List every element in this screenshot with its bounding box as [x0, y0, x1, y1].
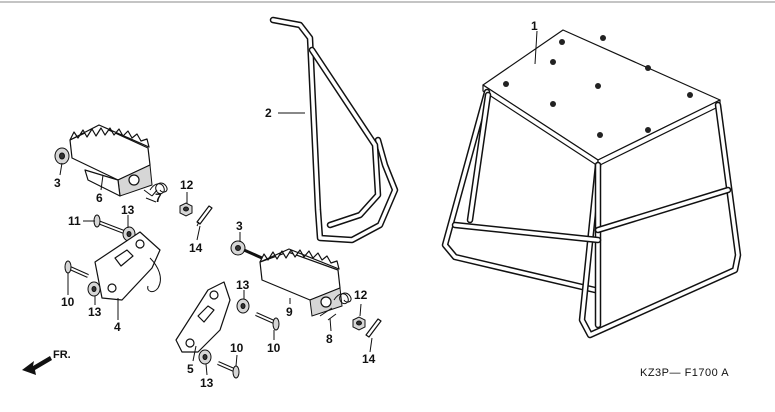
callout-13-d: 13: [200, 376, 214, 390]
cotter-pin-part-14-right: [365, 318, 382, 338]
callout-4: 4: [114, 320, 121, 334]
front-direction-arrow: FR.: [22, 349, 71, 375]
footpeg-part-6: [69, 124, 153, 197]
callout-3-right: 3: [236, 219, 243, 233]
callout-13-a: 13: [121, 203, 135, 217]
washer-part-13-b: [87, 281, 101, 297]
callout-8: 8: [326, 332, 333, 346]
callout-14-left: 14: [189, 241, 203, 255]
washer-part-13-d: [198, 349, 212, 365]
spring-part-7: [143, 182, 168, 203]
callout-10-right-upper: 10: [267, 341, 281, 355]
bolt-part-10-right-lower: [217, 361, 240, 379]
callout-2: 2: [265, 106, 272, 120]
callout-14-right: 14: [362, 352, 376, 366]
callout-10-right-lower: 10: [230, 341, 244, 355]
collar-part-3-left: [54, 147, 70, 165]
callout-12-right: 12: [354, 288, 368, 302]
leader-lines: [59, 30, 538, 376]
front-label: FR.: [53, 349, 71, 361]
nut-part-12-right: [352, 316, 366, 331]
bolt-part-10-right-upper: [255, 312, 280, 331]
callout-5: 5: [187, 362, 194, 376]
bracket-part-4: [94, 231, 161, 301]
bracket-part-5: [175, 281, 231, 353]
callout-1: 1: [531, 19, 538, 33]
nut-part-12-left: [179, 202, 193, 217]
callout-11: 11: [68, 214, 81, 228]
callout-3-left: 3: [54, 176, 61, 190]
stand-part-1: [441, 29, 742, 339]
collar-part-3-right: [230, 240, 263, 260]
callout-13-b: 13: [88, 305, 102, 319]
washer-part-13-c: [236, 298, 250, 314]
spring-part-8: [319, 292, 352, 321]
bolt-part-11: [93, 214, 125, 234]
callout-13-c: 13: [236, 278, 250, 292]
callout-12-left: 12: [180, 178, 194, 192]
footpeg-part-9: [259, 248, 343, 317]
callout-7: 7: [155, 191, 162, 205]
callout-9: 9: [286, 305, 293, 319]
cotter-pin-part-14-left: [196, 205, 213, 227]
callout-10-left: 10: [61, 295, 75, 309]
frame-part-2: [269, 16, 399, 244]
callout-6: 6: [96, 191, 103, 205]
diagram-code: KZ3P— F1700 A: [640, 367, 729, 379]
